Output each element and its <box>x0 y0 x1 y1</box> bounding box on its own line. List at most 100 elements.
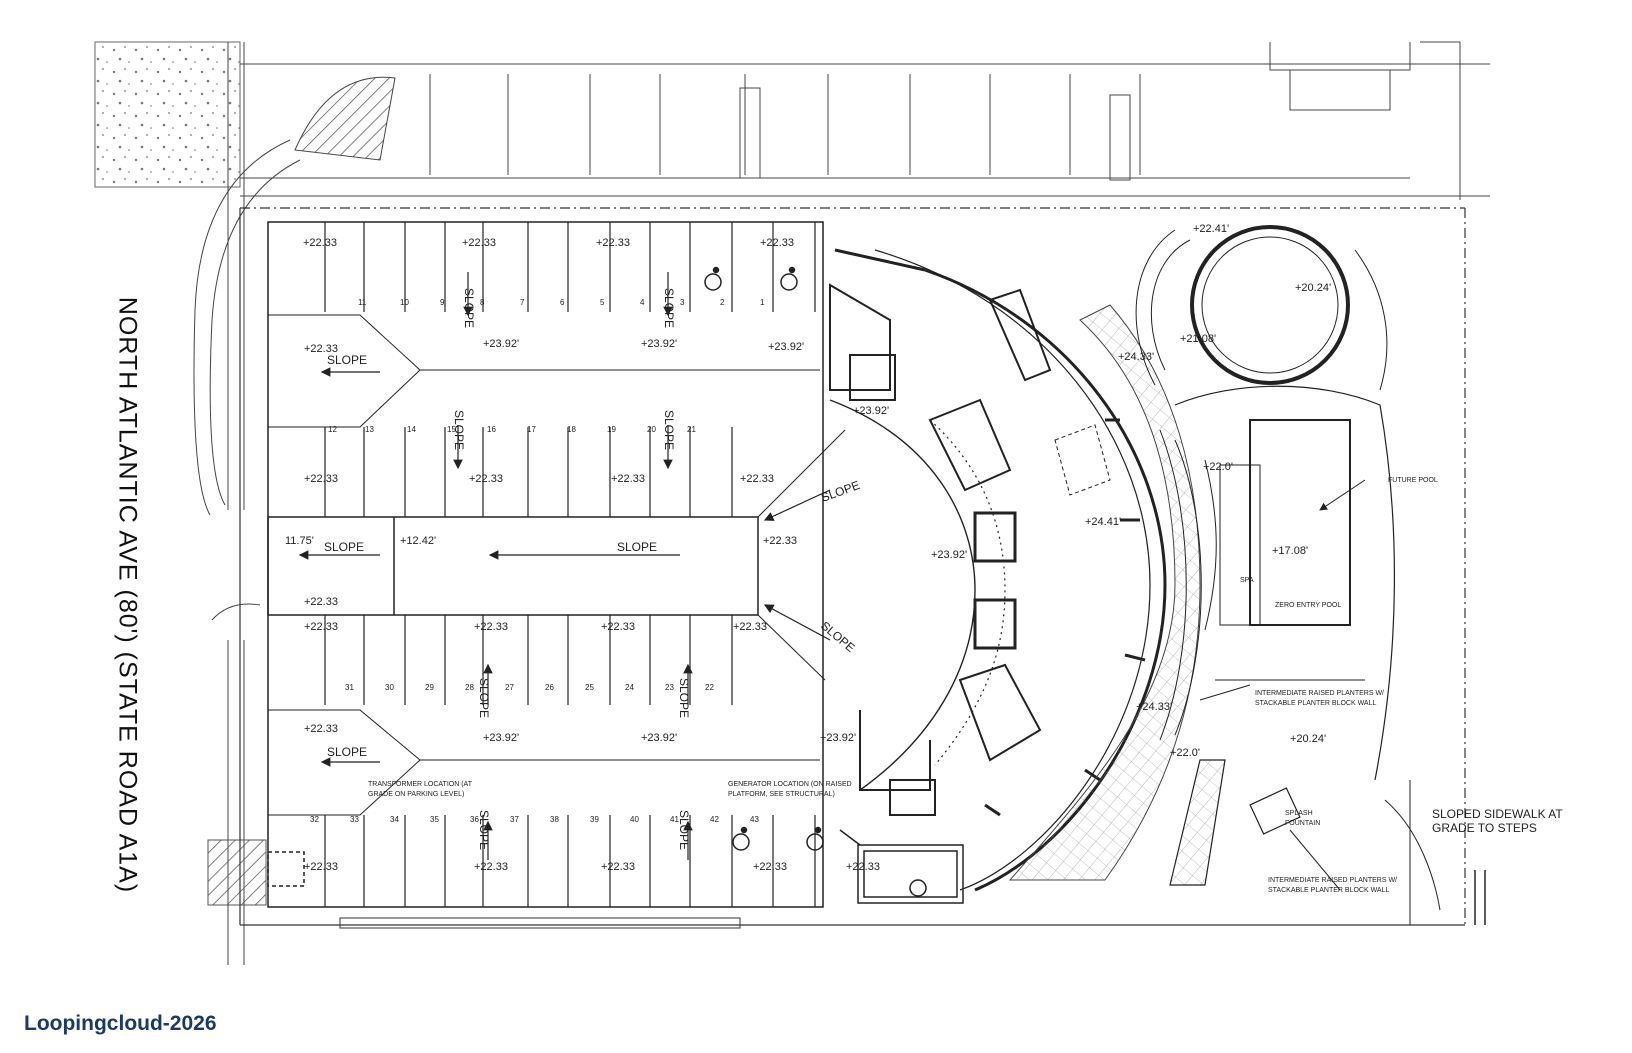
stall-number: 37 <box>510 815 519 824</box>
slope-label: SLOPE <box>477 678 491 718</box>
spot-elevation-label: +22.33 <box>611 473 645 485</box>
north-street-area <box>94 41 1490 200</box>
stall-number: 34 <box>390 815 399 824</box>
spot-elevation-label: +24.33' <box>1118 351 1154 363</box>
spot-elevation-label: +23.92' <box>853 405 889 417</box>
accessible-icon <box>806 826 824 851</box>
stall-number: 25 <box>585 683 594 692</box>
spot-elevation-label: +12.42' <box>400 535 436 547</box>
planters-upper-line2: STACKABLE PLANTER BLOCK WALL <box>1255 700 1376 707</box>
spot-elevation-label: +22.33 <box>740 473 774 485</box>
spot-elevation-label: +22.33 <box>462 237 496 249</box>
stall-number: 9 <box>440 298 445 307</box>
accessible-icon <box>780 266 798 291</box>
stall-number: 1 <box>760 298 765 307</box>
paver-plaza <box>1008 304 1201 881</box>
spot-elevation-label: +22.0' <box>1203 461 1233 473</box>
stall-number: 21 <box>687 425 696 434</box>
stall-number: 39 <box>590 815 599 824</box>
spot-elevation-label: +22.33 <box>601 861 635 873</box>
spot-elevation-label: +23.92' <box>641 338 677 350</box>
spot-elevation-label: +23.92' <box>641 732 677 744</box>
spot-elevation-label: +23.92' <box>483 732 519 744</box>
spot-elevation-label: +24.33' <box>1136 701 1172 713</box>
spot-elevation-label: +22.33 <box>304 343 338 355</box>
stall-number: 15 <box>447 425 456 434</box>
stall-number: 43 <box>750 815 759 824</box>
stall-number: 22 <box>705 683 714 692</box>
stall-number: 20 <box>647 425 656 434</box>
slope-label: SLOPE <box>662 410 676 450</box>
credit-label: Loopingcloud-2026 <box>24 1012 217 1035</box>
sloped-sidewalk-line1: SLOPED SIDEWALK AT <box>1432 807 1563 821</box>
slope-label: SLOPE <box>462 288 476 328</box>
planters-upper-line1: INTERMEDIATE RAISED PLANTERS W/ <box>1255 690 1384 697</box>
spot-elevation-label: +23.92' <box>768 341 804 353</box>
slope-label: SLOPE <box>677 678 691 718</box>
spot-elevation-label: +22.33 <box>601 621 635 633</box>
spot-elevation-label: +22.33 <box>846 861 880 873</box>
spot-elevation-label: +22.33 <box>760 237 794 249</box>
planters-lower-line1: INTERMEDIATE RAISED PLANTERS W/ <box>1268 877 1397 884</box>
spot-elevation-label: +22.33 <box>596 237 630 249</box>
spot-elevation-label: +17.08' <box>1272 545 1308 557</box>
stall-number: 33 <box>350 815 359 824</box>
slope-label: SLOPE <box>324 540 364 554</box>
spot-elevation-label: +22.33 <box>474 621 508 633</box>
spot-elevation-labels: +22.33 +22.33 +22.33 +22.33 +22.33 +23.92' +23… <box>285 223 1331 873</box>
spot-elevation-label: +22.33 <box>733 621 767 633</box>
street-name: NORTH ATLANTIC AVE (80') (STATE ROAD A1A… <box>113 296 142 894</box>
stall-number: 11 <box>358 298 367 307</box>
spot-elevation-label: 11.75' <box>285 535 314 547</box>
sloped-sidewalk-note: SLOPED SIDEWALK AT GRADE TO STEPS <box>1432 807 1563 835</box>
stall-number: 41 <box>670 815 679 824</box>
stall-number: 36 <box>470 815 479 824</box>
stall-number: 16 <box>487 425 496 434</box>
stall-number: 3 <box>680 298 685 307</box>
planters-lower-line2: STACKABLE PLANTER BLOCK WALL <box>1268 887 1389 894</box>
stall-number: 32 <box>310 815 319 824</box>
stall-number: 6 <box>560 298 565 307</box>
stall-number: 35 <box>430 815 439 824</box>
spot-elevation-label: +22.33 <box>469 473 503 485</box>
equipment-pads <box>267 829 964 904</box>
stall-number: 12 <box>328 425 337 434</box>
transformer-note-line2: GRADE ON PARKING LEVEL) <box>368 791 464 798</box>
sloped-sidewalk-line2: GRADE TO STEPS <box>1432 821 1537 835</box>
slope-label: SLOPE <box>617 540 657 554</box>
site-annotations: TRANSFORMER LOCATION (AT GRADE ON PARKIN… <box>368 477 1438 894</box>
annotation-leaders <box>1199 479 1366 891</box>
spot-elevation-label: +22.0' <box>1170 747 1200 759</box>
stall-number: 18 <box>567 425 576 434</box>
stall-number: 4 <box>640 298 645 307</box>
stall-number: 8 <box>480 298 485 307</box>
spot-elevation-label: +24.41' <box>1085 516 1121 528</box>
spot-elevation-label: +23.92' <box>820 732 856 744</box>
spot-elevation-label: +22.41' <box>1193 223 1229 235</box>
spot-elevation-label: +21.08' <box>1180 333 1216 345</box>
stall-number: 28 <box>465 683 474 692</box>
slope-label: SLOPE <box>677 810 691 850</box>
stall-number: 7 <box>520 298 525 307</box>
stall-number: 14 <box>407 425 416 434</box>
stall-number: 30 <box>385 683 394 692</box>
spot-elevation-label: +22.33 <box>304 473 338 485</box>
stall-number: 38 <box>550 815 559 824</box>
spot-elevation-label: +22.33 <box>474 861 508 873</box>
slope-label: SLOPE <box>327 353 367 367</box>
stall-number: 26 <box>545 683 554 692</box>
parking-lot <box>267 221 846 908</box>
generator-note-line2: PLATFORM, SEE STRUCTURAL) <box>728 791 835 798</box>
pool-deck <box>1135 225 1486 925</box>
spot-elevation-label: +23.92' <box>483 338 519 350</box>
stall-number: 42 <box>710 815 719 824</box>
accessible-icon <box>732 826 750 851</box>
stall-number: 24 <box>625 683 634 692</box>
slope-label: SLOPE <box>819 478 861 505</box>
property-boundary <box>239 207 1466 926</box>
stall-number: 40 <box>630 815 639 824</box>
stall-number: 13 <box>365 425 374 434</box>
future-pool-label: FUTURE POOL <box>1388 477 1438 484</box>
